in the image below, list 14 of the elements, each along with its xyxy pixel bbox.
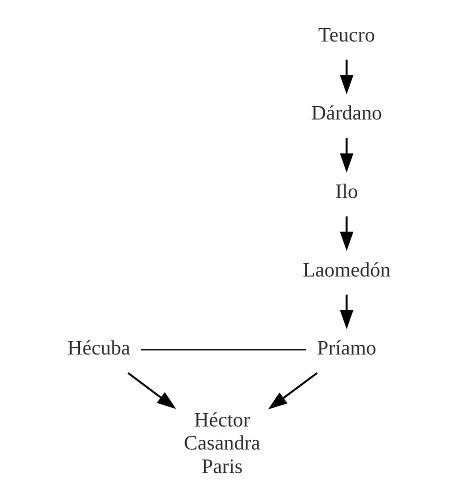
arrow	[339, 294, 353, 330]
arrow	[268, 372, 318, 410]
node-text: Laomedón	[302, 259, 390, 282]
node-text: Teucro	[318, 24, 375, 46]
node-text: Hécuba	[67, 338, 130, 360]
arrow	[127, 372, 176, 410]
connector	[140, 349, 306, 350]
node-text: Dárdano	[310, 102, 382, 125]
arrow	[339, 216, 353, 251]
node-text: Héctor Casandra Paris	[183, 410, 260, 478]
node-text: Príamo	[316, 338, 376, 360]
node-text: Ilo	[334, 181, 358, 204]
arrow	[339, 60, 353, 94]
arrow	[339, 138, 353, 173]
